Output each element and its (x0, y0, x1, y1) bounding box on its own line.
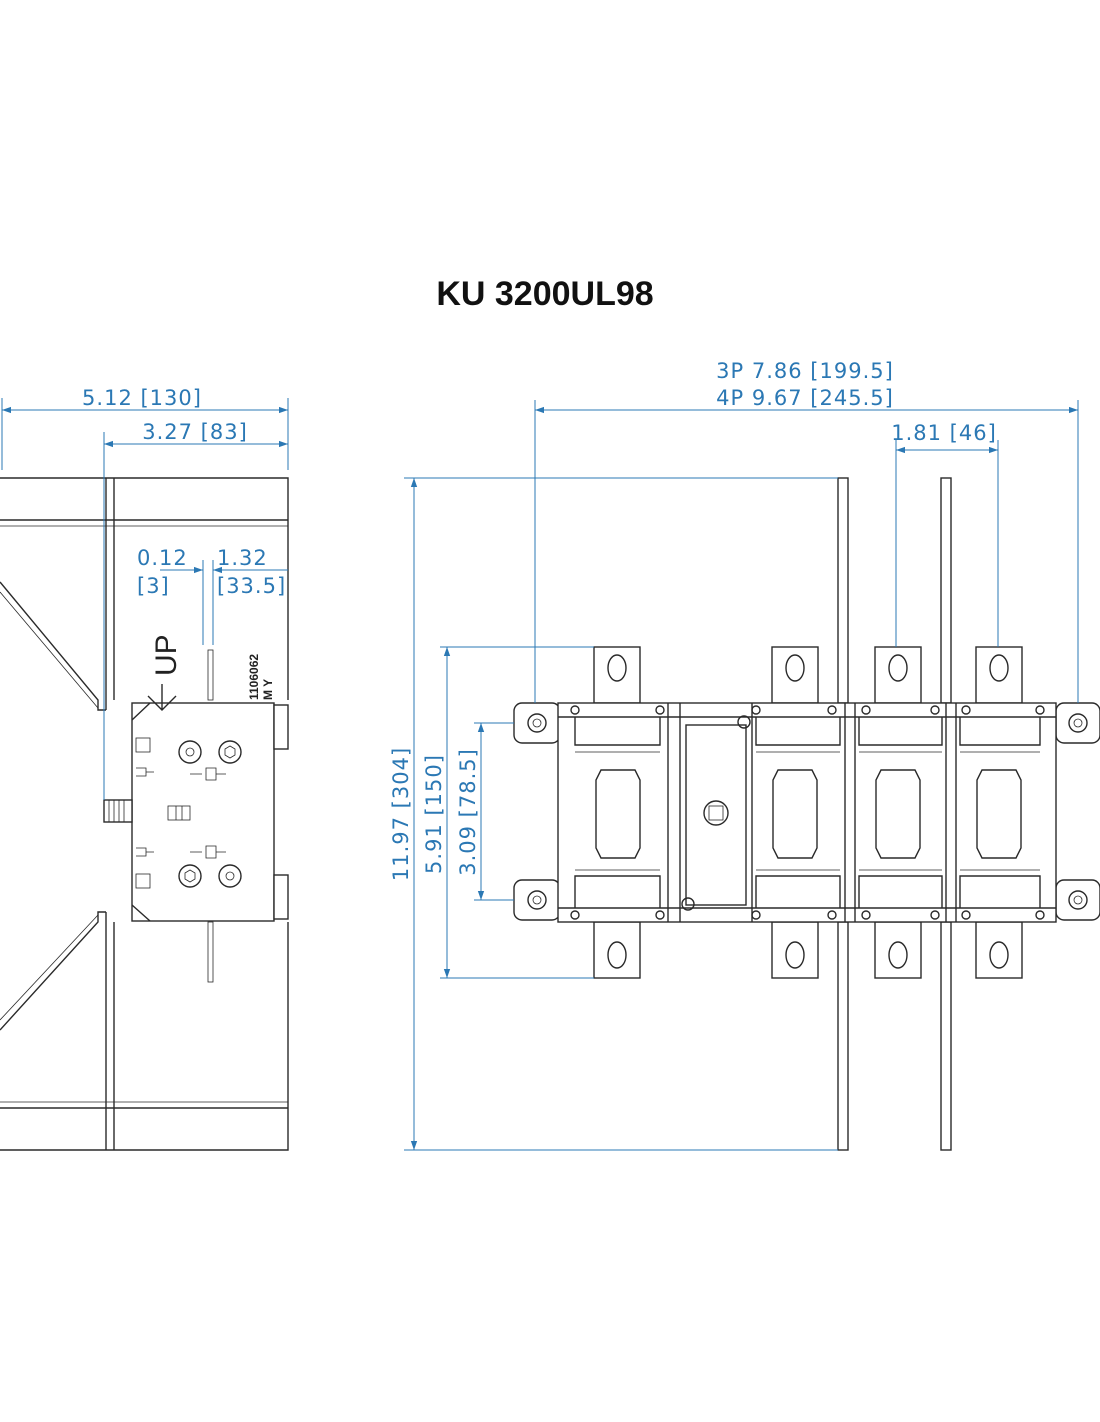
screw-icon (178, 740, 202, 764)
width-3p-label: 3P 7.86 [199.5] (716, 359, 894, 383)
mounting-ears (513, 702, 1100, 921)
overall-depth-label: 5.12 [130] (82, 386, 202, 410)
operating-mechanism (681, 715, 751, 911)
side-view-lower-housing (0, 911, 289, 1151)
pole-module (858, 717, 943, 908)
overall-height-label: 11.97 [304] (389, 747, 413, 881)
front-view (513, 477, 1100, 1151)
side-view-upper-housing (0, 477, 289, 711)
gap-inch-label: 0.12 (137, 546, 188, 570)
mount-depth-label: 3.27 [83] (142, 420, 248, 444)
pole-module (959, 717, 1041, 908)
terminal-height-label: 5.91 [150] (422, 754, 446, 874)
side-view: UP 1106062 M Y (0, 477, 289, 1151)
handle-mm-label: [33.5] (217, 574, 286, 598)
part-number: 1106062 (247, 654, 261, 700)
pole-pitch-label: 1.81 [46] (891, 421, 997, 445)
dimension-lines (1, 398, 1079, 1151)
screw-icon (218, 740, 242, 764)
width-4p-label: 4P 9.67 [245.5] (716, 386, 894, 410)
screw-icon (178, 864, 202, 888)
dimension-labels: 5.12 [130] 3.27 [83] 0.12 [3] 1.32 [33.5… (82, 359, 997, 881)
pole-module (755, 717, 841, 908)
gap-mm-label: [3] (137, 574, 170, 598)
drawing-title: KU 3200UL98 (436, 275, 653, 313)
handle-slot-bottom (207, 921, 214, 983)
mount-height-label: 3.09 [78.5] (456, 748, 480, 876)
pole-module (574, 717, 661, 908)
handle-slot-top (207, 649, 214, 701)
up-arrow-icon: UP (147, 634, 183, 711)
terminal-lugs-top (593, 646, 1023, 704)
terminal-lugs-bottom (593, 921, 1023, 979)
corner-screws (570, 705, 1045, 920)
approval-marks: M Y (261, 679, 275, 700)
screw-icon (218, 864, 242, 888)
handle-inch-label: 1.32 (217, 546, 268, 570)
actuator-shaft-icon (703, 800, 729, 826)
side-view-mechanism (103, 702, 289, 922)
up-label: UP (150, 634, 183, 676)
